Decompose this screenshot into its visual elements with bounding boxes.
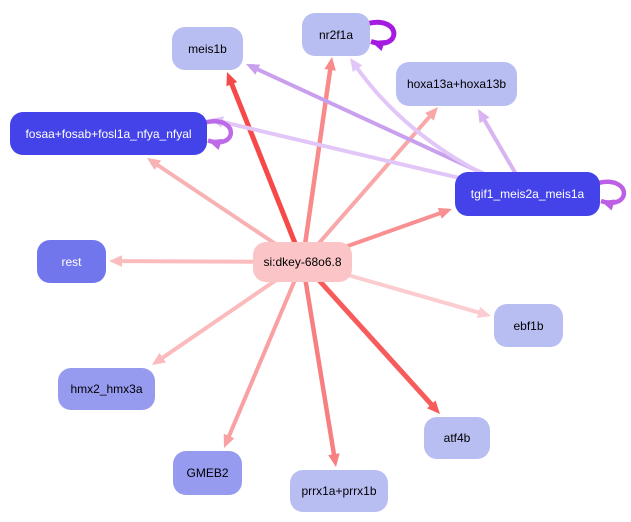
self-loop-fosaa-fosab-fosl1a_nfya_nfyal-arrowhead bbox=[208, 138, 223, 151]
self-loop-tgif1_meis2a_meis1a-arrowhead bbox=[601, 199, 616, 211]
node-rest[interactable]: rest bbox=[37, 240, 106, 283]
edge-si-dkey-68o6-8-to-GMEB2-arrowhead bbox=[223, 433, 235, 448]
node-atf4b[interactable]: atf4b bbox=[424, 417, 490, 459]
node-nr2f1a[interactable]: nr2f1a bbox=[302, 13, 370, 56]
edge-si-dkey-68o6-8-to-prrx1a-prrx1b-arrowhead bbox=[328, 453, 340, 467]
node-hoxa13a-hoxa13b[interactable]: hoxa13a+hoxa13b bbox=[396, 62, 517, 106]
edge-tgif1_meis2a_meis1a-to-meis1b-arrowhead bbox=[246, 64, 261, 75]
node-ebf1b[interactable]: ebf1b bbox=[494, 304, 563, 347]
node-prrx1a-prrx1b[interactable]: prrx1a+prrx1b bbox=[290, 470, 388, 512]
node-meis1b[interactable]: meis1b bbox=[172, 27, 243, 70]
edge-tgif1_meis2a_meis1a-to-hoxa13a-hoxa13b-arrowhead bbox=[478, 109, 490, 124]
edge-si-dkey-68o6-8-to-atf4b bbox=[300, 260, 436, 410]
edge-si-dkey-68o6-8-to-prrx1a-prrx1b bbox=[300, 261, 337, 459]
node-fosaa-fosab-fosl1a_nfya_nfyal[interactable]: fosaa+fosab+fosl1a_nfya_nfyal bbox=[10, 112, 207, 155]
edge-si-dkey-68o6-8-to-meis1b bbox=[228, 79, 305, 263]
edge-si-dkey-68o6-8-to-hoxa13a-hoxa13b-arrowhead bbox=[425, 107, 438, 121]
node-tgif1_meis2a_meis1a[interactable]: tgif1_meis2a_meis1a bbox=[455, 172, 600, 216]
edge-si-dkey-68o6-8-to-tgif1_meis2a_meis1a-arrowhead bbox=[437, 207, 452, 219]
edge-tgif1_meis2a_meis1a-to-nr2f1a-arrowhead bbox=[350, 58, 363, 72]
edge-si-dkey-68o6-8-to-meis1b-arrowhead bbox=[226, 72, 238, 87]
edge-si-dkey-68o6-8-to-fosaa-fosab-fosl1a_nfya_nfyal-arrowhead bbox=[147, 158, 162, 171]
edge-si-dkey-68o6-8-to-hmx2_hmx3a-arrowhead bbox=[152, 352, 167, 365]
node-GMEB2[interactable]: GMEB2 bbox=[173, 451, 242, 495]
node-si-dkey-68o6-8[interactable]: si:dkey-68o6.8 bbox=[253, 242, 352, 282]
edge-si-dkey-68o6-8-to-GMEB2 bbox=[225, 261, 305, 441]
node-hmx2_hmx3a[interactable]: hmx2_hmx3a bbox=[58, 368, 155, 410]
self-loop-nr2f1a-arrowhead bbox=[371, 39, 386, 52]
edge-si-dkey-68o6-8-to-ebf1b-arrowhead bbox=[476, 306, 491, 318]
edge-si-dkey-68o6-8-to-atf4b-arrowhead bbox=[426, 400, 440, 414]
edge-si-dkey-68o6-8-to-rest-arrowhead bbox=[109, 255, 123, 267]
edge-si-dkey-68o6-8-to-nr2f1a-arrowhead bbox=[324, 57, 336, 71]
edge-si-dkey-68o6-8-to-nr2f1a bbox=[300, 65, 333, 263]
